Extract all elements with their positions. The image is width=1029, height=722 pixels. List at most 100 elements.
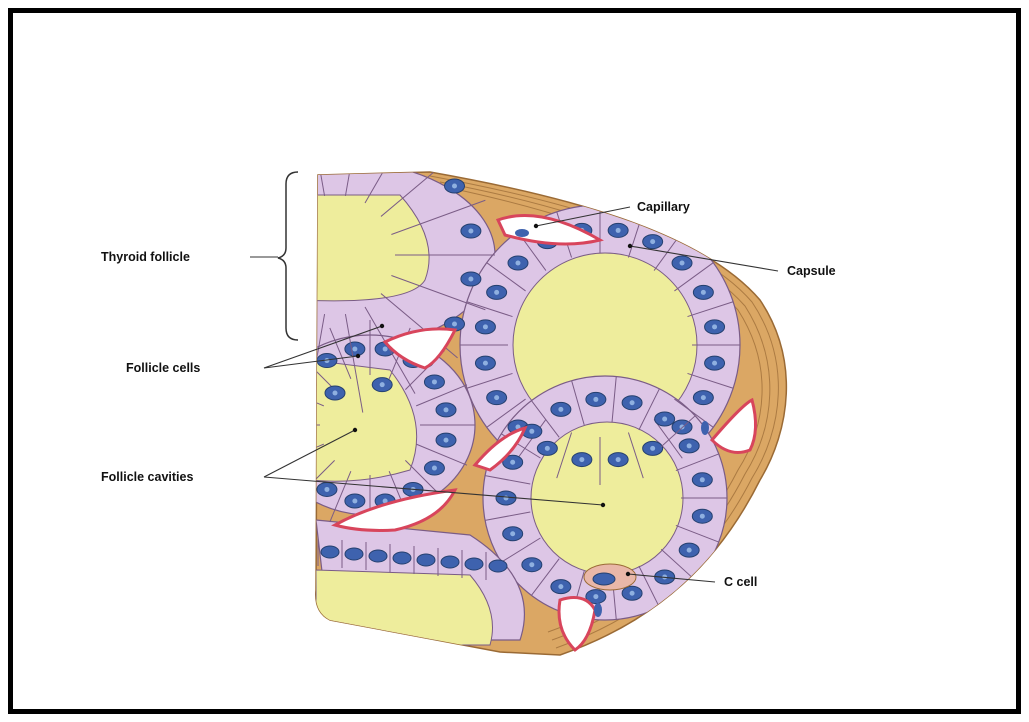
cell-nucleus [236, 354, 256, 368]
nucleolus [291, 438, 296, 443]
nucleolus [529, 562, 534, 567]
nucleolus [504, 496, 509, 501]
nucleolus [421, 147, 426, 152]
nucleolus [558, 584, 563, 589]
nucleolus [483, 324, 488, 329]
cell-wall [255, 307, 305, 394]
nucleolus [630, 591, 635, 596]
cell-wall [212, 152, 289, 216]
label-thyroid-follicle: Thyroid follicle [101, 250, 190, 264]
nucleolus [285, 123, 290, 128]
cell-nucleus [189, 272, 209, 286]
follicle-cavity-top-left [300, 195, 429, 301]
cell-nucleus [205, 317, 225, 331]
nucleolus [244, 358, 249, 363]
nucleolus [197, 229, 202, 234]
nucleolus [616, 228, 621, 233]
nucleolus [558, 407, 563, 412]
tissue-section [175, 97, 786, 655]
nucleolus [510, 460, 515, 465]
nucleolus [452, 322, 457, 327]
label-follicle-cells: Follicle cells [126, 361, 200, 375]
nucleolus [494, 290, 499, 295]
nucleolus [352, 346, 357, 351]
nucleolus [483, 361, 488, 366]
cell-nucleus [205, 179, 225, 193]
label-capsule: Capsule [787, 264, 836, 278]
cell-nucleus [296, 461, 316, 475]
nucleolus [545, 446, 550, 451]
capillary-nucleus [515, 229, 529, 237]
cell-nucleus [325, 110, 345, 124]
follicle-cavity-bottom-left [316, 570, 493, 645]
nucleolus [701, 395, 706, 400]
nucleolus [324, 487, 329, 492]
cell-nucleus [296, 375, 316, 389]
cell-nucleus [372, 118, 392, 132]
cell-nucleus [441, 556, 459, 568]
nucleolus [712, 361, 717, 366]
cell-wall [307, 97, 324, 195]
cell-nucleus [284, 403, 304, 417]
cell-nucleus [345, 548, 363, 560]
nucleolus [662, 416, 667, 421]
cell-nucleus [489, 560, 507, 572]
nucleolus [333, 115, 338, 120]
cell-nucleus [393, 552, 411, 564]
nucleolus [452, 184, 457, 189]
nucleolus [650, 446, 655, 451]
nucleolus [701, 290, 706, 295]
cell-nucleus [284, 433, 304, 447]
nucleolus [303, 379, 308, 384]
nucleolus [213, 322, 218, 327]
thyroid-follicle-bracket [278, 172, 298, 340]
cell-nucleus [465, 558, 483, 570]
cell-nucleus [369, 550, 387, 562]
nucleolus [593, 397, 598, 402]
nucleolus [593, 594, 598, 599]
nucleolus [213, 184, 218, 189]
nucleolus [494, 395, 499, 400]
nucleolus [444, 407, 449, 412]
nucleolus [515, 260, 520, 265]
nucleolus [444, 438, 449, 443]
c-cell [584, 564, 636, 590]
nucleolus [432, 379, 437, 384]
nucleolus [244, 147, 249, 152]
nucleolus [197, 276, 202, 281]
nucleolus [291, 407, 296, 412]
cell-nucleus [278, 118, 298, 132]
cell-wall [212, 294, 289, 358]
nucleolus [630, 400, 635, 405]
label-capillary: Capillary [637, 200, 690, 214]
nucleolus [303, 466, 308, 471]
nucleolus [687, 548, 692, 553]
cell-nucleus [189, 224, 209, 238]
nucleolus [468, 229, 473, 234]
nucleolus [650, 239, 655, 244]
cell-nucleus [236, 142, 256, 156]
cell-wall [185, 200, 279, 234]
nucleolus [380, 123, 385, 128]
cell-nucleus [417, 554, 435, 566]
cell-wall [185, 276, 279, 310]
label-c-cell: C cell [724, 575, 757, 589]
nucleolus [380, 382, 385, 387]
nucleolus [680, 260, 685, 265]
nucleolus [383, 346, 388, 351]
nucleolus [333, 391, 338, 396]
nucleolus [529, 429, 534, 434]
nucleolus [579, 457, 584, 462]
nucleolus [468, 276, 473, 281]
label-follicle-cavities: Follicle cavities [101, 470, 193, 484]
cell-nucleus [321, 546, 339, 558]
cell-nucleus [414, 142, 434, 156]
cell-wall [255, 116, 305, 203]
nucleolus [616, 457, 621, 462]
nucleolus [432, 466, 437, 471]
nucleolus [510, 531, 515, 536]
nucleolus [712, 324, 717, 329]
nucleolus [352, 499, 357, 504]
nucleolus [285, 382, 290, 387]
